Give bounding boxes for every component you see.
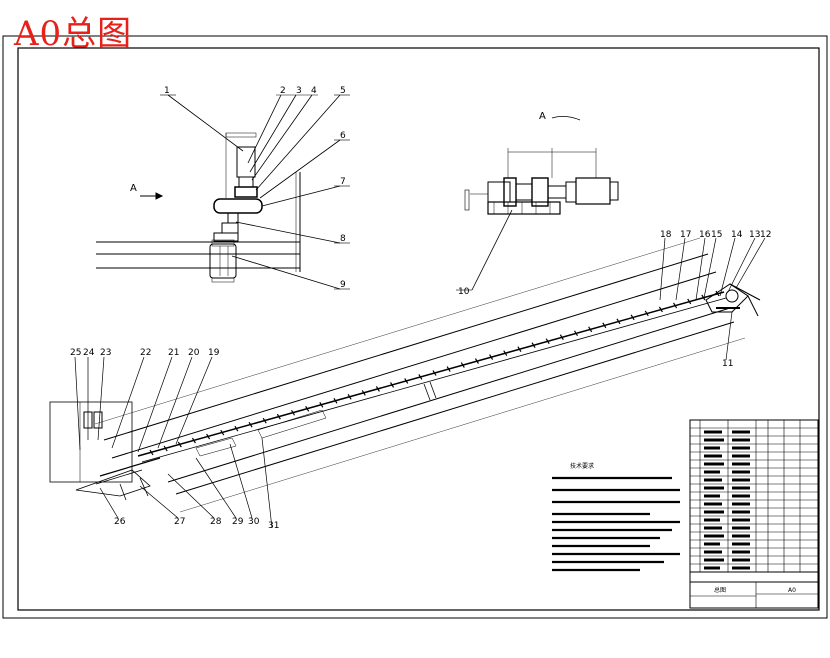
callout-20: 20 <box>188 348 200 358</box>
title-stamp: A0总图 <box>14 14 133 54</box>
idler-mark <box>375 386 380 392</box>
idler-mark <box>573 330 579 337</box>
inner-frame <box>17 47 820 611</box>
callout-23: 23 <box>100 348 111 358</box>
callout-25: 25 <box>70 348 81 358</box>
idler-mark <box>248 421 253 428</box>
callout-24: 24 <box>83 348 95 358</box>
callout-12: 12 <box>760 230 771 240</box>
callout-2: 2 <box>280 86 286 96</box>
idler-mark <box>361 390 366 396</box>
idler-mark <box>715 290 720 297</box>
idler-mark <box>545 338 550 345</box>
idler-mark <box>163 445 168 452</box>
idler-mark <box>191 437 196 444</box>
idler-mark <box>220 429 225 436</box>
title-block-size: A0 <box>788 587 796 594</box>
callout-3: 3 <box>296 86 302 96</box>
callout-16: 16 <box>699 230 711 240</box>
idler-mark <box>234 425 239 432</box>
idler-mark <box>390 382 395 388</box>
callout-6: 6 <box>340 131 346 141</box>
idler-mark <box>149 449 154 456</box>
idler-mark <box>616 318 621 325</box>
callout-26: 26 <box>114 517 126 527</box>
callout-31: 31 <box>268 521 279 531</box>
callout-30: 30 <box>248 517 260 527</box>
drive-unit-view <box>456 116 619 291</box>
callout-15: 15 <box>711 230 722 240</box>
idler-mark <box>177 441 182 448</box>
callout-13: 13 <box>749 230 760 240</box>
idler-mark <box>658 306 663 313</box>
idler-mark <box>276 413 281 420</box>
idler-mark <box>517 346 522 352</box>
idler-mark <box>319 401 324 408</box>
callout-19: 19 <box>208 348 220 358</box>
callout-10: 10 <box>458 287 470 297</box>
drive-view-label: A <box>539 111 546 122</box>
callout-7: 7 <box>340 177 346 187</box>
idler-mark <box>588 326 593 333</box>
callout-18: 18 <box>660 230 672 240</box>
inclined-conveyor <box>49 237 766 529</box>
idler-mark <box>262 417 267 424</box>
idler-mark <box>446 366 451 372</box>
idler-mark <box>531 342 536 348</box>
callout-22: 22 <box>140 348 151 358</box>
view-arrow-label: A <box>130 183 137 194</box>
callout-8: 8 <box>340 234 346 244</box>
idler-mark <box>559 334 564 341</box>
callout-4: 4 <box>311 86 317 96</box>
callout-1: 1 <box>164 86 170 96</box>
idler-mark <box>305 405 310 412</box>
idler-mark <box>418 374 423 380</box>
callout-17: 17 <box>680 230 691 240</box>
idler-mark <box>474 358 479 364</box>
callout-21: 21 <box>168 348 179 358</box>
title-block-name: 总图 <box>714 586 726 594</box>
callout-27: 27 <box>174 517 185 527</box>
technical-notes <box>552 476 680 572</box>
idler-mark <box>602 322 607 329</box>
idler-mark <box>489 354 494 360</box>
idler-mark <box>644 310 649 317</box>
parts-list-table <box>689 419 819 609</box>
callout-9: 9 <box>340 280 346 290</box>
idler-mark <box>701 294 706 301</box>
idler-mark <box>687 298 692 305</box>
callout-14: 14 <box>731 230 743 240</box>
callout-28: 28 <box>210 517 222 527</box>
idler-mark <box>290 409 296 416</box>
idler-mark <box>347 394 352 400</box>
idler-mark <box>206 433 211 440</box>
idler-mark <box>630 314 635 321</box>
idler-mark <box>333 398 338 404</box>
idler-mark <box>460 362 465 368</box>
callout-5: 5 <box>340 86 346 96</box>
idler-mark <box>503 350 508 356</box>
idler-mark <box>404 378 409 384</box>
idler-mark <box>673 302 678 309</box>
top-view <box>96 94 350 290</box>
notes-heading: 技术要求 <box>570 462 594 470</box>
idler-mark <box>432 370 437 376</box>
outer-frame <box>2 35 828 619</box>
callout-11: 11 <box>722 359 733 369</box>
callout-29: 29 <box>232 517 244 527</box>
